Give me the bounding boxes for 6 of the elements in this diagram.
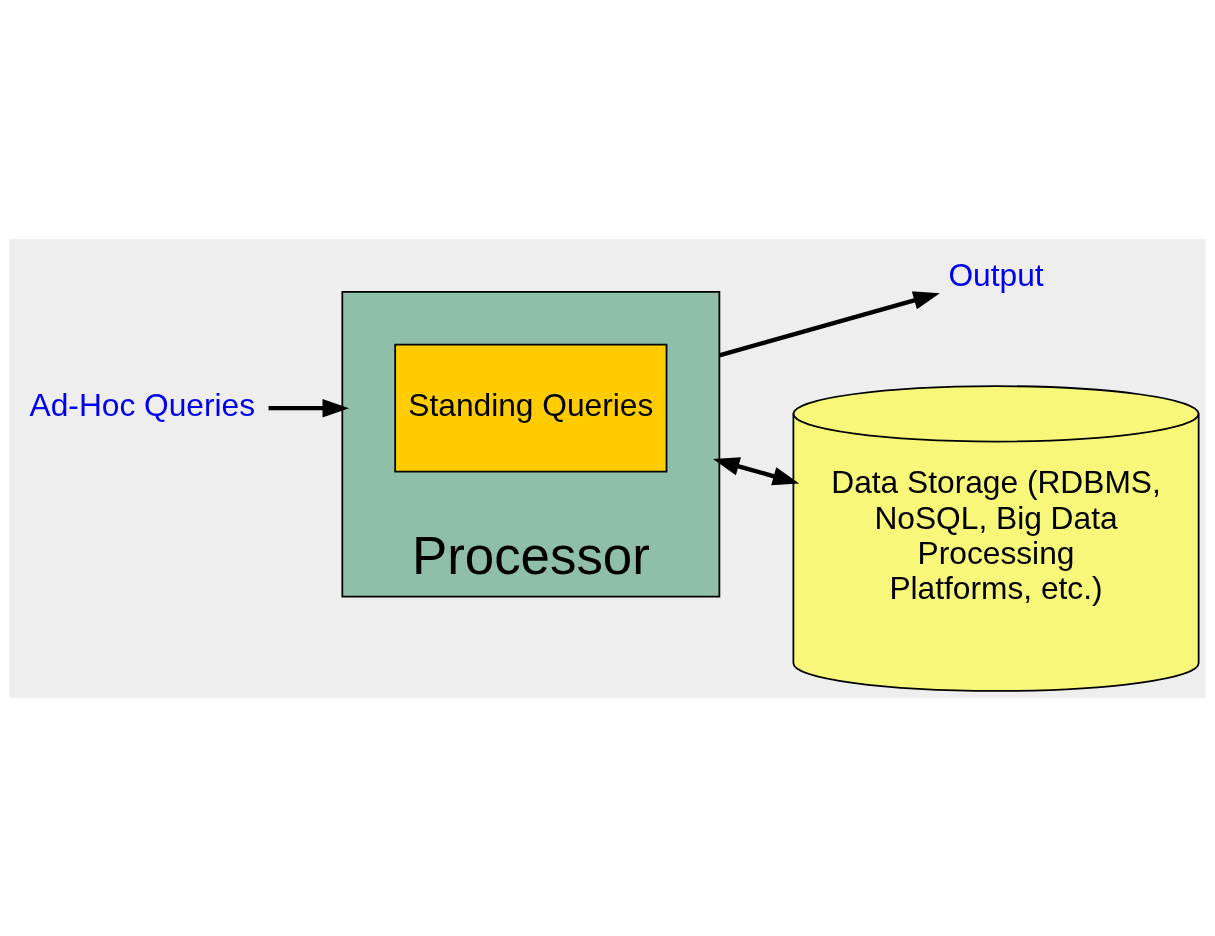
node-box: Standing Queries bbox=[394, 343, 668, 472]
node-text: Output bbox=[948, 256, 1044, 293]
arrow bbox=[718, 290, 940, 357]
arrow bbox=[713, 456, 800, 485]
node-text: Ad-Hoc Queries bbox=[29, 386, 256, 423]
arrow bbox=[268, 398, 349, 417]
